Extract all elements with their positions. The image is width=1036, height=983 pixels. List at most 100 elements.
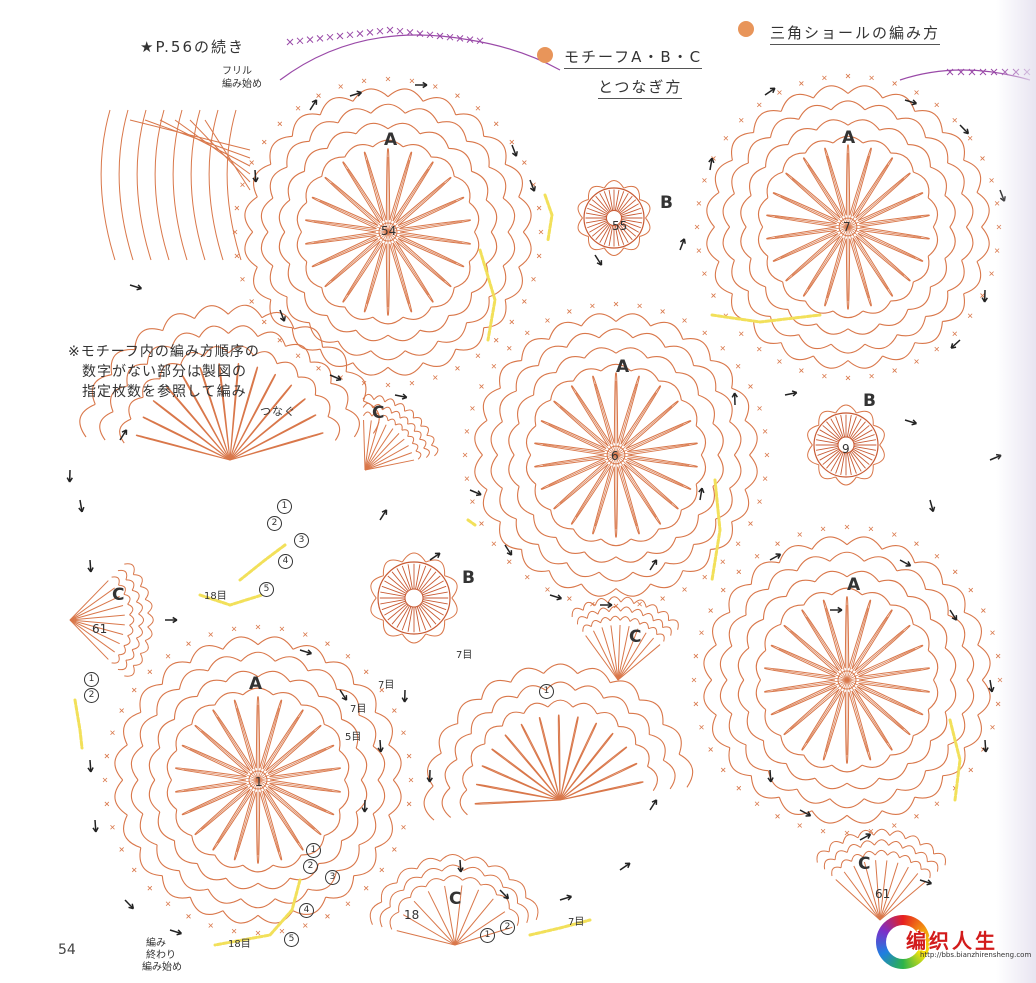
motif-c-number: 18 — [404, 908, 420, 922]
step-number-circle: 1 — [84, 672, 99, 687]
direction-arrow — [349, 91, 362, 97]
direction-arrow — [511, 144, 518, 157]
direction-arrow — [904, 99, 917, 105]
direction-arrow — [769, 553, 781, 561]
motif-b-55 — [577, 180, 651, 256]
partial-motif-left — [79, 304, 380, 461]
motif-a-7 — [694, 73, 1002, 381]
direction-arrow — [254, 169, 257, 183]
motif-b-label: B — [863, 391, 876, 411]
direction-arrow — [506, 550, 513, 556]
join-chain — [710, 478, 722, 582]
motif-a-label: A — [249, 674, 263, 694]
rainbow-ring-icon — [876, 915, 930, 969]
watermark-logo: 编织人生 http://bbs.bianzhirensheng.com — [876, 911, 1031, 975]
direction-arrow — [475, 490, 482, 497]
direction-arrow — [926, 879, 933, 886]
direction-arrow — [709, 158, 713, 171]
direction-arrow — [959, 124, 969, 135]
motif-a-number: 1 — [255, 775, 263, 789]
ruffle-stitch — [286, 38, 294, 46]
ruffle-chain — [174, 119, 251, 175]
ruffle-chain — [154, 109, 170, 261]
direction-arrow — [799, 809, 811, 817]
direction-arrow — [172, 616, 178, 624]
direction-arrow — [950, 339, 961, 349]
motif-c-number: 61 — [92, 622, 108, 636]
direction-arrow — [549, 594, 562, 600]
motif-b-number: 55 — [612, 219, 628, 233]
ruffle-stitch — [366, 29, 374, 36]
step-number-circle: 2 — [303, 859, 318, 874]
direction-arrow — [252, 177, 259, 183]
motif-c-mid — [571, 596, 679, 681]
direction-arrow — [651, 559, 658, 565]
direction-arrow — [679, 238, 686, 244]
direction-arrow — [299, 649, 312, 655]
direction-arrow — [504, 544, 513, 556]
step-number-circle: 2 — [84, 688, 99, 703]
direction-arrow — [78, 506, 85, 513]
motif-c-label: C — [858, 854, 871, 874]
direction-arrow — [805, 811, 812, 817]
direction-arrow — [129, 284, 142, 290]
join-chain — [543, 193, 554, 242]
row-count-label: 7目 — [456, 650, 473, 661]
direction-arrow — [859, 833, 871, 841]
ruffle-stitch — [406, 29, 414, 36]
row-count-label: 7目 — [350, 704, 367, 715]
row-count-label: 5目 — [345, 732, 362, 743]
direction-arrow — [379, 509, 388, 521]
step-number-circle: 1 — [306, 843, 321, 858]
direction-arrow — [429, 552, 441, 561]
ruffle-stitch — [396, 27, 404, 35]
end-label-1: 編み — [146, 938, 166, 949]
direction-arrow — [499, 889, 509, 900]
direction-arrow — [279, 309, 286, 322]
ruffle-stitch — [416, 30, 424, 37]
direction-arrow — [708, 157, 715, 164]
motif-a-label: A — [616, 357, 630, 377]
direction-arrow — [401, 393, 408, 400]
watermark-brand: 编织人生 — [906, 929, 998, 953]
ruffle-stitch — [356, 30, 364, 37]
direction-arrow — [950, 343, 957, 349]
direction-arrow — [769, 87, 776, 94]
direction-arrow — [434, 552, 441, 559]
direction-arrow — [341, 695, 348, 701]
step-number-circle: 4 — [299, 903, 314, 918]
ruffle-stitch — [376, 27, 384, 35]
direction-arrow — [469, 489, 482, 496]
motif-c-label: C — [112, 585, 125, 605]
direction-arrow — [905, 561, 912, 567]
direction-arrow — [361, 807, 368, 813]
direction-arrow — [89, 759, 92, 773]
direction-arrow — [837, 606, 843, 614]
direction-arrow — [596, 260, 603, 266]
direction-arrow — [309, 99, 318, 111]
motif-a-label: A — [847, 575, 861, 595]
motif-subtitle: とつなぎ方 — [598, 76, 683, 99]
step-number-circle: 1 — [539, 684, 554, 699]
step-number-circle: 3 — [294, 533, 309, 548]
note-line: つなぐ — [260, 405, 296, 418]
direction-arrow — [136, 284, 143, 291]
direction-arrow — [919, 879, 932, 885]
step-number-circle: 5 — [259, 582, 274, 597]
direction-arrow — [457, 867, 464, 873]
direction-arrow — [426, 777, 433, 783]
join-chain — [948, 718, 962, 802]
direction-arrow — [379, 739, 382, 753]
direction-arrow — [559, 895, 572, 901]
join-chain — [73, 698, 84, 750]
ruffle-stitch — [306, 36, 314, 43]
watermark-url: http://bbs.bianzhirensheng.com — [920, 951, 1032, 959]
bullet-dot — [537, 47, 553, 63]
motif-a-6 — [462, 301, 770, 609]
direction-arrow — [988, 686, 995, 693]
direction-arrow — [698, 487, 705, 494]
direction-arrow — [339, 689, 348, 701]
ruffle-stitch — [386, 26, 394, 34]
ruffle-stitch — [316, 35, 324, 42]
